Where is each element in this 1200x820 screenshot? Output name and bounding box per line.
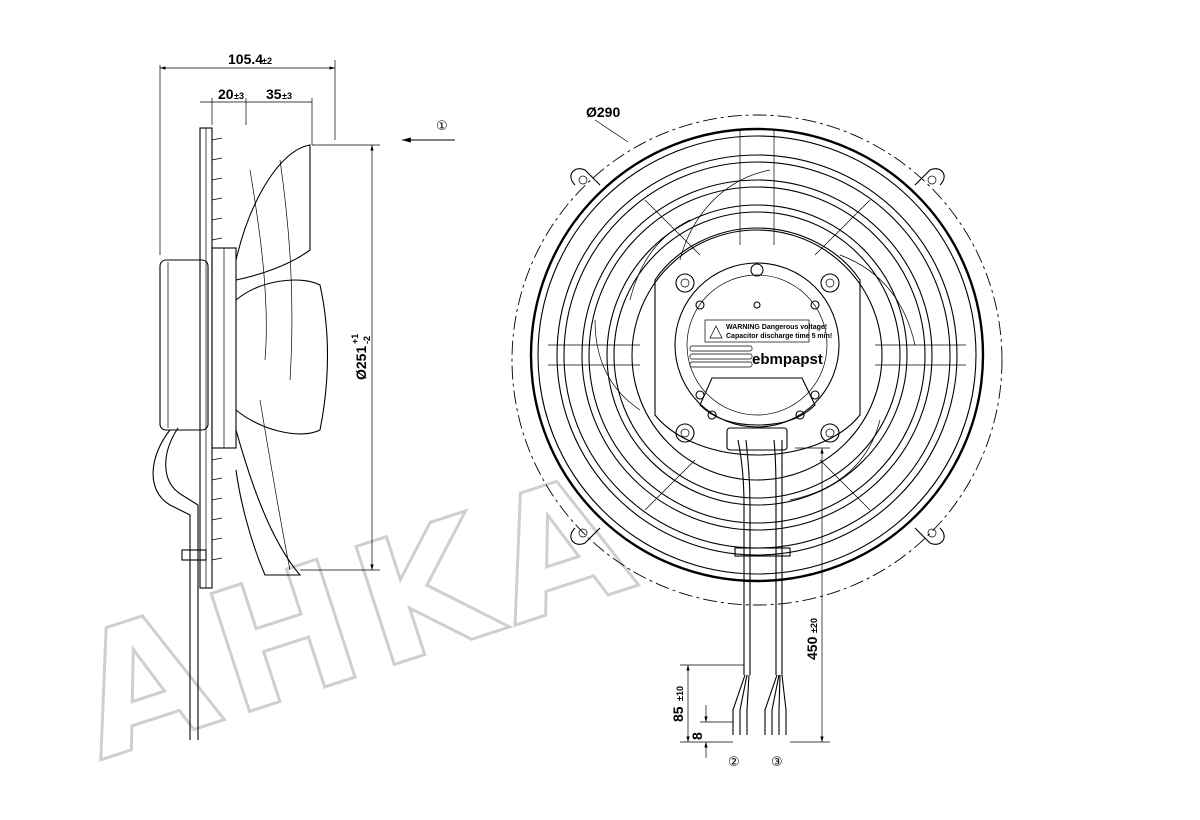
label-warning: WARNING Dangerous voltage! (726, 324, 827, 331)
dim-cable-length: 450 (804, 636, 820, 660)
guard-rings (529, 127, 985, 583)
motor-body (159, 259, 209, 431)
airflow-marker: ① (436, 119, 448, 134)
mounting-ears (570, 168, 945, 545)
dim-end: 8 (689, 732, 705, 740)
cable-marker-right: ③ (771, 755, 783, 770)
dim-cable-length-tol: ±20 (809, 618, 819, 633)
guard-ribs (211, 137, 223, 561)
dim-b-tol: ±3 (282, 91, 292, 101)
dim-a-tol: ±3 (234, 91, 244, 101)
dim-a: 20 (218, 86, 234, 102)
dim-outer-diameter-leader (594, 119, 629, 143)
side-view: 105.4 ±2 20 ±3 35 ±3 Ø251 +1 -2 ① (152, 51, 455, 740)
motor-plate (654, 227, 861, 456)
dim-b: 35 (266, 86, 282, 102)
fan-blades-front (594, 169, 916, 501)
dim-diameter: Ø251 (353, 346, 369, 380)
cable-gland (726, 427, 788, 451)
front-view: WARNING Dangerous voltage! Capacitor dis… (511, 104, 1003, 770)
dim-strip-length: 85 (670, 706, 686, 722)
cable-tie (181, 549, 207, 561)
dim-diameter-tol-lower: -2 (362, 336, 372, 344)
watermark: AHKA (50, 431, 663, 801)
fan-blades-side (235, 144, 329, 576)
cable-marker-left: ② (728, 755, 740, 770)
brand-logo: ebmpapst (752, 351, 823, 368)
wire-ends (732, 674, 787, 735)
brand-stripes (689, 345, 753, 368)
dim-total-width: 105.4 (228, 51, 263, 67)
label-capacitor: Capacitor discharge time 5 min! (726, 333, 832, 340)
watermark-text: AHKA (51, 432, 661, 799)
cable-side (152, 429, 191, 740)
warning-triangle-icon (709, 325, 723, 339)
outer-diameter-circle (511, 114, 1003, 606)
motor-housing (674, 262, 840, 428)
cable-tie-front (734, 547, 791, 557)
dim-outer-diameter: Ø290 (586, 104, 620, 120)
cables-front (737, 439, 783, 675)
dim-total-width-tol: ±2 (262, 56, 272, 66)
dim-strip-length-tol: ±10 (675, 686, 685, 701)
dim-diameter-tol-upper: +1 (350, 334, 360, 344)
terminal-box (699, 377, 816, 426)
warning-label (704, 319, 810, 343)
guard-spokes (548, 130, 966, 511)
